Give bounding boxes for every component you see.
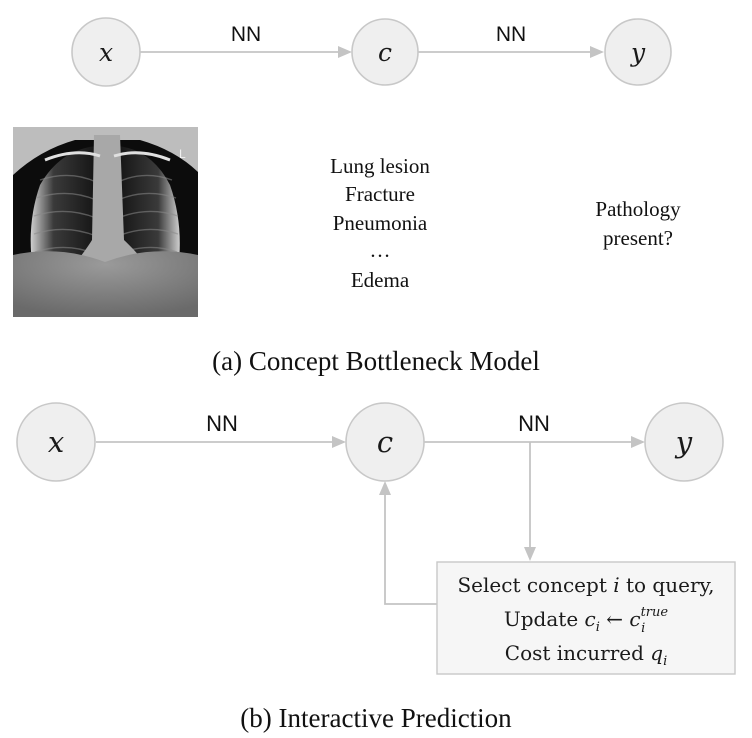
panel-b: NN NN x c y Select concept i to query, (16, 402, 736, 733)
concept-item: Edema (351, 268, 410, 292)
concept-item: … (370, 238, 391, 262)
xray-side-marker: L (179, 147, 186, 161)
edge-b-x-to-c (96, 436, 346, 448)
output-line: Pathology (595, 197, 681, 221)
concept-item: Fracture (345, 182, 415, 206)
node-a-y: y (604, 18, 672, 86)
node-a-c-label: c (378, 38, 392, 67)
concept-item: Lung lesion (330, 154, 430, 178)
node-b-x-label: x (48, 425, 64, 459)
edge-a-c-to-y (418, 46, 604, 58)
edge-a-x-to-c-label: NN (231, 23, 261, 46)
output-description: Pathology present? (595, 197, 681, 250)
query-box-line-select: Select concept i to query, (457, 573, 714, 597)
output-line: present? (603, 226, 673, 250)
edge-b-c-to-query-box (524, 442, 536, 561)
node-a-x-label: x (99, 38, 113, 67)
node-b-y: y (644, 402, 724, 482)
edge-b-query-box-to-c (379, 481, 437, 605)
node-a-c: c (351, 18, 419, 86)
node-b-c: c (345, 402, 425, 482)
caption-b: (b) Interactive Prediction (240, 703, 512, 733)
query-box-line-cost: Cost incurred qi (505, 641, 667, 669)
node-a-y-label: y (630, 38, 646, 67)
edge-a-c-to-y-label: NN (496, 23, 526, 46)
caption-a: (a) Concept Bottleneck Model (212, 346, 540, 376)
panel-a: NN NN x c y (13, 17, 681, 376)
edge-a-x-to-c (140, 46, 352, 58)
node-b-x: x (16, 402, 96, 482)
edge-b-x-to-c-label: NN (206, 411, 238, 436)
concept-item: Pneumonia (333, 211, 428, 235)
node-a-x: x (71, 17, 141, 87)
node-b-c-label: c (377, 425, 393, 459)
edge-b-c-to-y (424, 436, 645, 448)
chest-xray-image: L (13, 127, 198, 317)
edge-b-c-to-y-label: NN (518, 411, 550, 436)
concept-list: Lung lesion Fracture Pneumonia … Edema (330, 154, 430, 292)
query-box: Select concept i to query, Update ci ← c… (436, 561, 736, 675)
node-b-y-label: y (674, 425, 693, 459)
